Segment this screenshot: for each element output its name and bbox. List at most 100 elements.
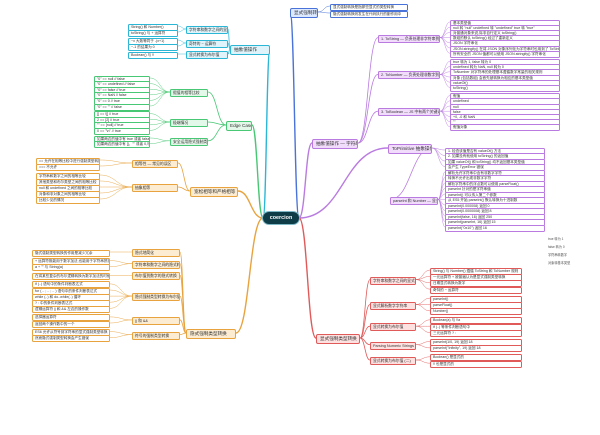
side-note: 字符串转数字 [548, 253, 568, 257]
sub-topic[interactable]: 假值的相等比较 [170, 89, 208, 97]
connector-line [415, 356, 431, 361]
connector-line [235, 217, 264, 334]
connector-line [359, 325, 371, 339]
connector-line [439, 61, 451, 75]
connector-line [415, 344, 431, 349]
sub-topic[interactable]: 安全运用隐式强制类型转换 [170, 137, 208, 146]
sub-topic[interactable]: 显式转换为布尔值 (二) [370, 357, 416, 365]
connector-line [317, 5, 331, 13]
connector-line [437, 199, 446, 228]
connector-line [439, 37, 451, 54]
leaf-node[interactable]: 逻辑运算符 || 和 && 左边的操作数 [32, 305, 110, 313]
leaf-node[interactable]: 三元运算符 ? : [430, 330, 522, 338]
connector-line [415, 359, 431, 364]
connector-line [109, 334, 133, 338]
sub-topic[interactable]: 布尔值到数字的隐式转换 [132, 272, 180, 281]
sub-topic[interactable]: 显式解析数字字符串 [370, 301, 416, 310]
sub-topic[interactable]: parseInt 和 Number — 显式解析数字字符串 [390, 196, 438, 205]
leaf-node[interactable]: 隐式强制转换则发生在代码执行的副作用中 [330, 10, 408, 18]
leaf-node[interactable]: a + "" 与 String(a) [32, 264, 110, 272]
connector-line [431, 147, 446, 167]
leaf-node[interactable]: parseInt("0x10") 返回 16 [445, 224, 545, 232]
connector-line [389, 147, 433, 200]
sub-topic[interactable]: 字符串和数字之间的显式转换 [186, 26, 228, 34]
sub-topic[interactable]: 奇特的 ~ 运算符 [186, 40, 228, 48]
connector-line [357, 74, 379, 144]
connector-line [99, 180, 133, 188]
branch-title[interactable]: 显式强制转换 [290, 8, 318, 18]
connector-line [437, 177, 446, 200]
leaf-node[interactable]: 然而隐式强制类型转换会产生错误 [32, 335, 110, 343]
connector-line [359, 337, 371, 361]
leaf-node[interactable]: 0 == "\n" // true [94, 127, 150, 135]
leaf-node[interactable]: 显式强制转换是指那些显式的类型转换 [330, 3, 408, 11]
connector-line [179, 332, 187, 336]
leaf-node[interactable]: Number() [430, 308, 522, 316]
sub-topic[interactable]: 抽象相等 [132, 184, 178, 192]
connector-line [109, 260, 133, 264]
leaf-node[interactable]: 比较少见的情况 [36, 196, 100, 204]
connector-line [109, 331, 133, 335]
sub-topic[interactable]: 隐式强制类型转换为布尔值 [132, 293, 180, 302]
connector-line [437, 199, 446, 222]
root-node[interactable]: coercion [263, 212, 299, 224]
connector-line [109, 295, 133, 303]
branch-title[interactable]: ToPrimitive 抽象操作 [388, 144, 432, 154]
connector-line [251, 124, 264, 219]
sub-topic[interactable]: 3. ToBoolean — JS 中有两个关键词 true 和 false [378, 108, 440, 117]
side-note: false 转为 0 [548, 245, 565, 249]
branch-title[interactable]: 显式强制类型转换 [316, 334, 360, 344]
sub-topic[interactable]: 符号的强制类型转换 [132, 331, 180, 340]
leaf-node[interactable]: !! 也是显式的 [430, 360, 522, 368]
leaf-node[interactable]: parseInt("Infinity", 19) 返回 18 [430, 345, 522, 353]
sub-topic[interactable]: 显式转换为布尔值 [370, 323, 416, 332]
leaf-node[interactable]: toString() 与 + 运算符 [128, 29, 178, 37]
connector-line [357, 37, 379, 144]
sub-topic[interactable]: 显式转换为布尔值 [186, 51, 228, 59]
leaf-node[interactable]: 所有安全的 JSON 值都可以使用 JSON.stringify() 字符串化 [450, 50, 560, 58]
connector-line [207, 91, 227, 126]
sub-topic[interactable]: 极端情况 [170, 119, 208, 127]
connector-line [357, 110, 379, 144]
connector-line [179, 319, 187, 334]
branch-title[interactable]: Edge Cases [226, 121, 252, 131]
connector-line [289, 11, 300, 219]
leaf-node[interactable]: 如果两边的值中有 []、"" 或者 0,尽量不要使用 == [94, 141, 150, 149]
connector-line [109, 319, 133, 324]
sub-topic[interactable]: 字符串和数字之间的显式转换 [370, 276, 416, 285]
sub-topic[interactable]: || 和 && [132, 316, 180, 325]
connector-line [177, 39, 187, 44]
branch-title[interactable]: 宽松相等和严格相等 [190, 187, 238, 197]
connector-line [177, 186, 191, 192]
leaf-node[interactable]: === 不允许 [36, 163, 100, 171]
connector-line [149, 140, 171, 144]
connector-line [149, 91, 171, 107]
connector-line [99, 159, 133, 164]
connector-line [437, 171, 446, 200]
sub-topic[interactable]: 隐式地简化 [132, 249, 180, 257]
leaf-node[interactable]: ~-1 的结果为 0 [128, 43, 178, 51]
connector-line [298, 147, 389, 219]
connector-line [317, 11, 331, 14]
side-note: 对象转基本类型 [548, 261, 571, 265]
sub-topic[interactable]: 1. ToString — 负责处理非字符串到字符串的强制类型转换 [378, 34, 440, 43]
connector-line [415, 319, 431, 327]
leaf-node[interactable]: Boolean() 与 !! [128, 51, 178, 59]
sub-topic[interactable]: 2. ToNumber — 负责处理非数字到数字的转换 [378, 71, 440, 80]
connector-line [359, 304, 371, 339]
sub-topic[interactable]: 字符串和数字之间的隐式转换 [132, 260, 180, 269]
connector-line [439, 74, 451, 88]
leaf-node[interactable]: 返回两个操作数中的一个 [32, 320, 110, 328]
leaf-node[interactable]: toString() [450, 84, 560, 92]
connector-line [99, 186, 133, 194]
branch-title[interactable]: 隐式强制类型转换 [186, 329, 236, 339]
sub-topic[interactable]: Parsing Numeric Strings [370, 341, 416, 350]
leaf-node[interactable]: "0" == "" // false [94, 103, 150, 111]
branch-title[interactable]: 抽象值操作 — 字符串的类型转换 [312, 139, 358, 149]
leaf-node[interactable]: 奇特的 ~ 运算符 [430, 286, 522, 294]
leaf-node[interactable]: 隐式强制类型转换的作用是减少冗余 [32, 249, 110, 257]
branch-title[interactable]: 抽象值操作 [230, 45, 270, 55]
sub-topic[interactable]: 相等性 — 常见的误区 [132, 160, 178, 168]
leaf-node[interactable]: 假值对象 [450, 124, 560, 132]
leaf-node[interactable]: 在将某些复杂的布尔逻辑转换为数字加法的时候 [32, 272, 110, 280]
